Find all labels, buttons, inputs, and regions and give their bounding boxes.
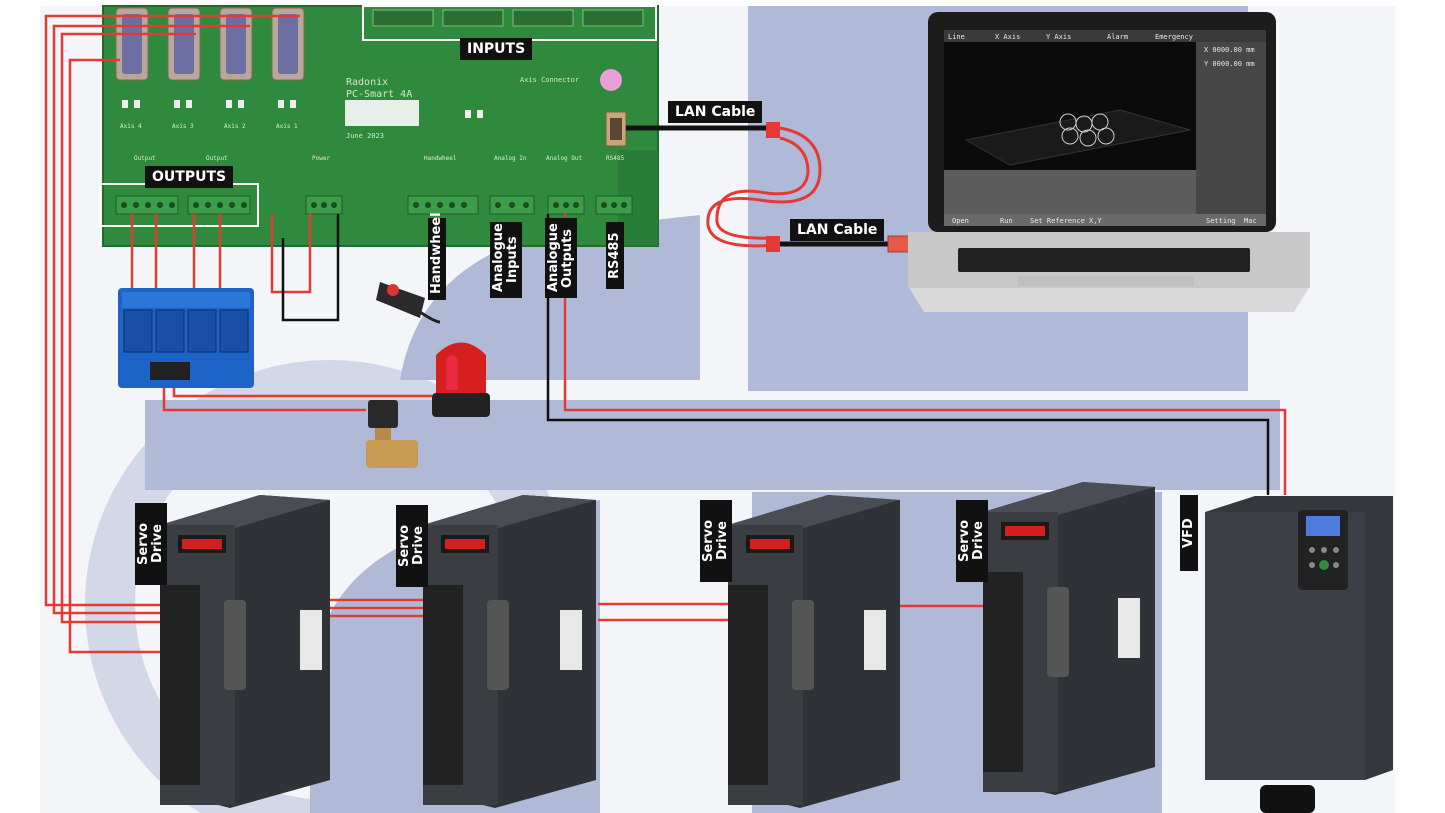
label-lan-cable-bottom: LAN Cable — [790, 219, 885, 241]
laptop-btn-set-ref: Set Reference X,Y — [1030, 217, 1102, 225]
warning-beacon — [432, 342, 490, 417]
laptop — [908, 12, 1310, 312]
header-output-1: Output — [134, 155, 156, 162]
board-model: PC-Smart 4A — [346, 89, 412, 100]
label-vfd: VFD — [1180, 495, 1198, 571]
label-inputs: INPUTS — [460, 38, 533, 60]
laptop-menu-x-axis: X Axis — [995, 33, 1020, 41]
header-output-2: Output — [206, 155, 228, 162]
label-servo-drive-2: Servo Drive — [396, 505, 428, 587]
board-date: June 2023 — [346, 132, 384, 140]
laptop-btn-run: Run — [1000, 217, 1013, 225]
vfd-unit — [1205, 496, 1393, 813]
axis-label-1: Axis 1 — [276, 123, 298, 130]
label-lan-cable-top: LAN Cable — [668, 101, 763, 123]
axis-label-3: Axis 3 — [172, 123, 194, 130]
laptop-menu-alarm: Alarm — [1107, 33, 1128, 41]
axis-label-2: Axis 2 — [224, 123, 246, 130]
laptop-menu-y-axis: Y Axis — [1046, 33, 1071, 41]
axis-cables — [44, 14, 985, 654]
header-analog-in: Analog In — [494, 155, 527, 162]
servo-drive-1 — [160, 495, 330, 808]
laptop-x-readout: X 0000.00 mm — [1204, 46, 1255, 54]
servo-drive-4 — [983, 482, 1155, 795]
laptop-btn-mac: Mac — [1244, 217, 1257, 225]
output-wires — [130, 214, 1287, 495]
label-analogue-outputs: Analogue Outputs — [545, 218, 577, 298]
board-brand: Radonix — [346, 77, 388, 88]
header-rs485: RS485 — [606, 155, 624, 162]
laptop-menu-line: Line — [948, 33, 965, 41]
controller-board — [99, 5, 659, 247]
label-outputs: OUTPUTS — [145, 166, 234, 188]
header-handwheel: Handwheel — [424, 155, 457, 162]
lan-cable — [626, 122, 929, 253]
black-wires — [281, 214, 1270, 495]
label-servo-drive-3: Servo Drive — [700, 500, 732, 582]
axis-connector-title: Axis Connector — [520, 76, 579, 84]
header-analog-out: Analog Out — [546, 155, 583, 162]
label-analogue-inputs: Analogue Inputs — [490, 222, 522, 298]
relay-module — [118, 288, 254, 388]
axis-label-4: Axis 4 — [120, 123, 142, 130]
solenoid-valve — [366, 400, 418, 468]
servo-drive-3 — [728, 495, 900, 808]
board-label-sticker — [345, 100, 419, 126]
label-servo-drive-4: Servo Drive — [956, 500, 988, 582]
servo-drive-2 — [423, 495, 596, 808]
board-sticker — [600, 69, 622, 91]
label-rs485: RS485 — [606, 222, 624, 289]
laptop-y-readout: Y 0000.00 mm — [1204, 60, 1255, 68]
label-servo-drive-1: Servo Drive — [135, 503, 167, 585]
laptop-btn-open: Open — [952, 217, 969, 225]
laptop-menu-emergency: Emergency — [1155, 33, 1193, 41]
laptop-btn-setting: Setting — [1206, 217, 1236, 225]
header-power: Power — [312, 155, 330, 162]
label-handwheel: Handwheel — [428, 212, 446, 300]
handwheel-pendant — [376, 282, 441, 324]
